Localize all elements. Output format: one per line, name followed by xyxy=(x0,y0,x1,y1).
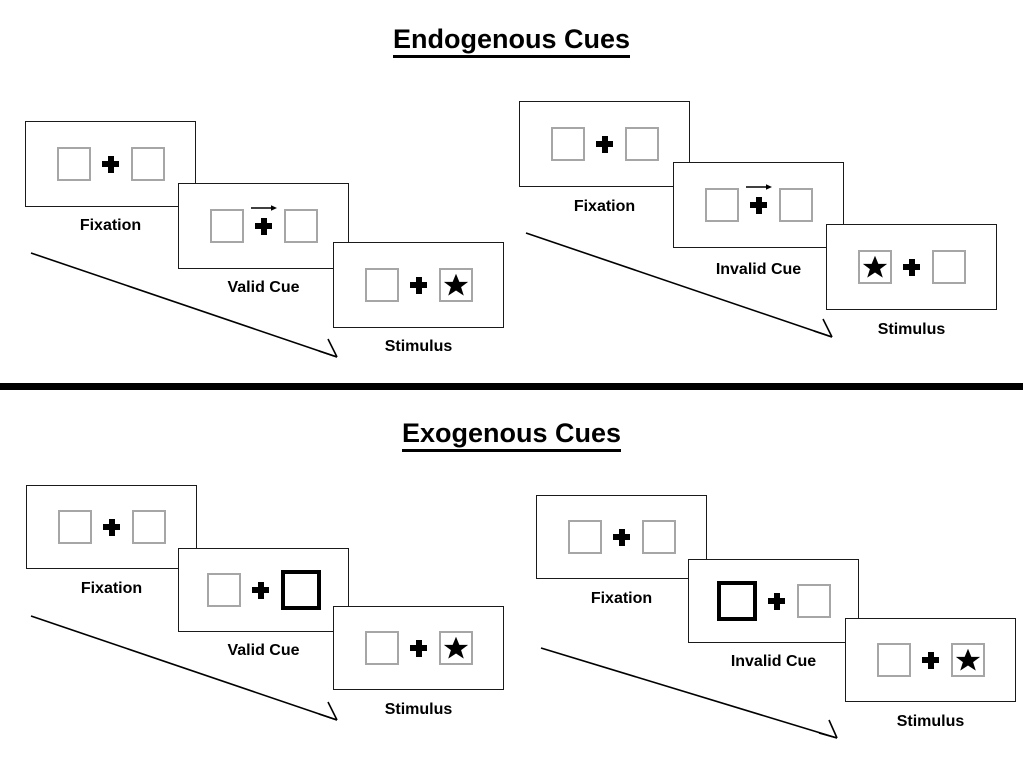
right-box-target xyxy=(950,643,985,677)
panel-exogenous-invalid-fixation xyxy=(536,495,707,579)
fixation-point xyxy=(91,142,131,186)
plus-cross-icon xyxy=(903,258,920,276)
arrow-right-icon xyxy=(250,205,277,211)
caption-endogenous-valid-stimulus: Stimulus xyxy=(384,338,453,355)
caption-endogenous-valid-cue: Valid Cue xyxy=(227,279,300,296)
panel-exogenous-valid-stimulus xyxy=(333,606,504,690)
fixation-point xyxy=(757,579,797,623)
fixation-point xyxy=(399,626,439,670)
caption-exogenous-invalid-fixation: Fixation xyxy=(590,590,653,607)
right-box xyxy=(131,510,166,544)
plus-cross-icon xyxy=(410,639,427,657)
panel-exogenous-invalid-stimulus xyxy=(845,618,1016,702)
fixation-point xyxy=(399,263,439,307)
right-box-target xyxy=(438,268,473,302)
caption-exogenous-valid-cue: Valid Cue xyxy=(227,642,300,659)
left-box xyxy=(364,268,399,302)
plus-cross-icon xyxy=(750,196,767,214)
fixation-point xyxy=(602,515,642,559)
panel-endogenous-valid-fixation xyxy=(25,121,196,207)
plus-cross-icon xyxy=(410,276,427,294)
section-title-exogenous: Exogenous Cues xyxy=(0,418,1023,452)
plus-cross-icon xyxy=(596,135,613,153)
section-endogenous-cues: Endogenous Cues Fixation xyxy=(0,24,1023,358)
section-title-endogenous: Endogenous Cues xyxy=(0,24,1023,58)
caption-exogenous-valid-fixation: Fixation xyxy=(80,580,143,597)
caption-exogenous-invalid-stimulus: Stimulus xyxy=(896,713,965,730)
left-box xyxy=(364,631,399,665)
plus-cross-icon xyxy=(103,518,120,536)
right-box xyxy=(130,147,165,181)
right-box xyxy=(796,584,831,618)
caption-endogenous-invalid-cue: Invalid Cue xyxy=(715,261,802,278)
star-icon xyxy=(443,273,468,296)
right-box xyxy=(931,250,966,284)
plus-cross-icon xyxy=(613,528,630,546)
fixation-point xyxy=(911,638,951,682)
right-box-target xyxy=(438,631,473,665)
right-box xyxy=(624,127,659,161)
right-box xyxy=(641,520,676,554)
right-box xyxy=(778,188,813,222)
fixation-point xyxy=(892,245,932,289)
fixation-point xyxy=(241,568,281,612)
section-title-exogenous-text: Exogenous Cues xyxy=(401,418,622,452)
plus-cross-icon xyxy=(922,651,939,669)
fixation-point-with-cue xyxy=(739,183,779,227)
left-box-target xyxy=(857,250,892,284)
left-box xyxy=(567,520,602,554)
plus-cross-icon xyxy=(252,581,269,599)
caption-exogenous-valid-stimulus: Stimulus xyxy=(384,701,453,718)
left-box xyxy=(56,147,91,181)
panel-exogenous-valid-cue xyxy=(178,548,349,632)
left-box xyxy=(876,643,911,677)
panel-exogenous-invalid-cue xyxy=(688,559,859,643)
left-box xyxy=(550,127,585,161)
caption-endogenous-invalid-stimulus: Stimulus xyxy=(877,321,946,338)
panel-endogenous-valid-cue xyxy=(178,183,349,269)
section-divider xyxy=(0,383,1023,390)
fixation-point xyxy=(585,122,625,166)
panel-endogenous-invalid-fixation xyxy=(519,101,690,187)
star-icon xyxy=(862,255,887,278)
left-box xyxy=(209,209,244,243)
fixation-point-with-cue xyxy=(244,204,284,248)
left-box xyxy=(704,188,739,222)
plus-cross-icon xyxy=(255,217,272,235)
panel-endogenous-invalid-cue xyxy=(673,162,844,248)
caption-endogenous-valid-fixation: Fixation xyxy=(79,217,142,234)
left-box-cued xyxy=(716,581,757,621)
star-icon xyxy=(955,648,980,671)
plus-cross-icon xyxy=(102,155,119,173)
right-box-cued xyxy=(280,570,321,610)
left-box xyxy=(206,573,241,607)
arrow-right-icon xyxy=(745,184,772,190)
section-title-endogenous-text: Endogenous Cues xyxy=(392,24,630,58)
right-box xyxy=(283,209,318,243)
panel-endogenous-valid-stimulus xyxy=(333,242,504,328)
panel-exogenous-valid-fixation xyxy=(26,485,197,569)
caption-exogenous-invalid-cue: Invalid Cue xyxy=(730,653,817,670)
left-box xyxy=(57,510,92,544)
caption-endogenous-invalid-fixation: Fixation xyxy=(573,198,636,215)
fixation-point xyxy=(92,505,132,549)
star-icon xyxy=(443,636,468,659)
plus-cross-icon xyxy=(768,592,785,610)
panel-endogenous-invalid-stimulus xyxy=(826,224,997,310)
